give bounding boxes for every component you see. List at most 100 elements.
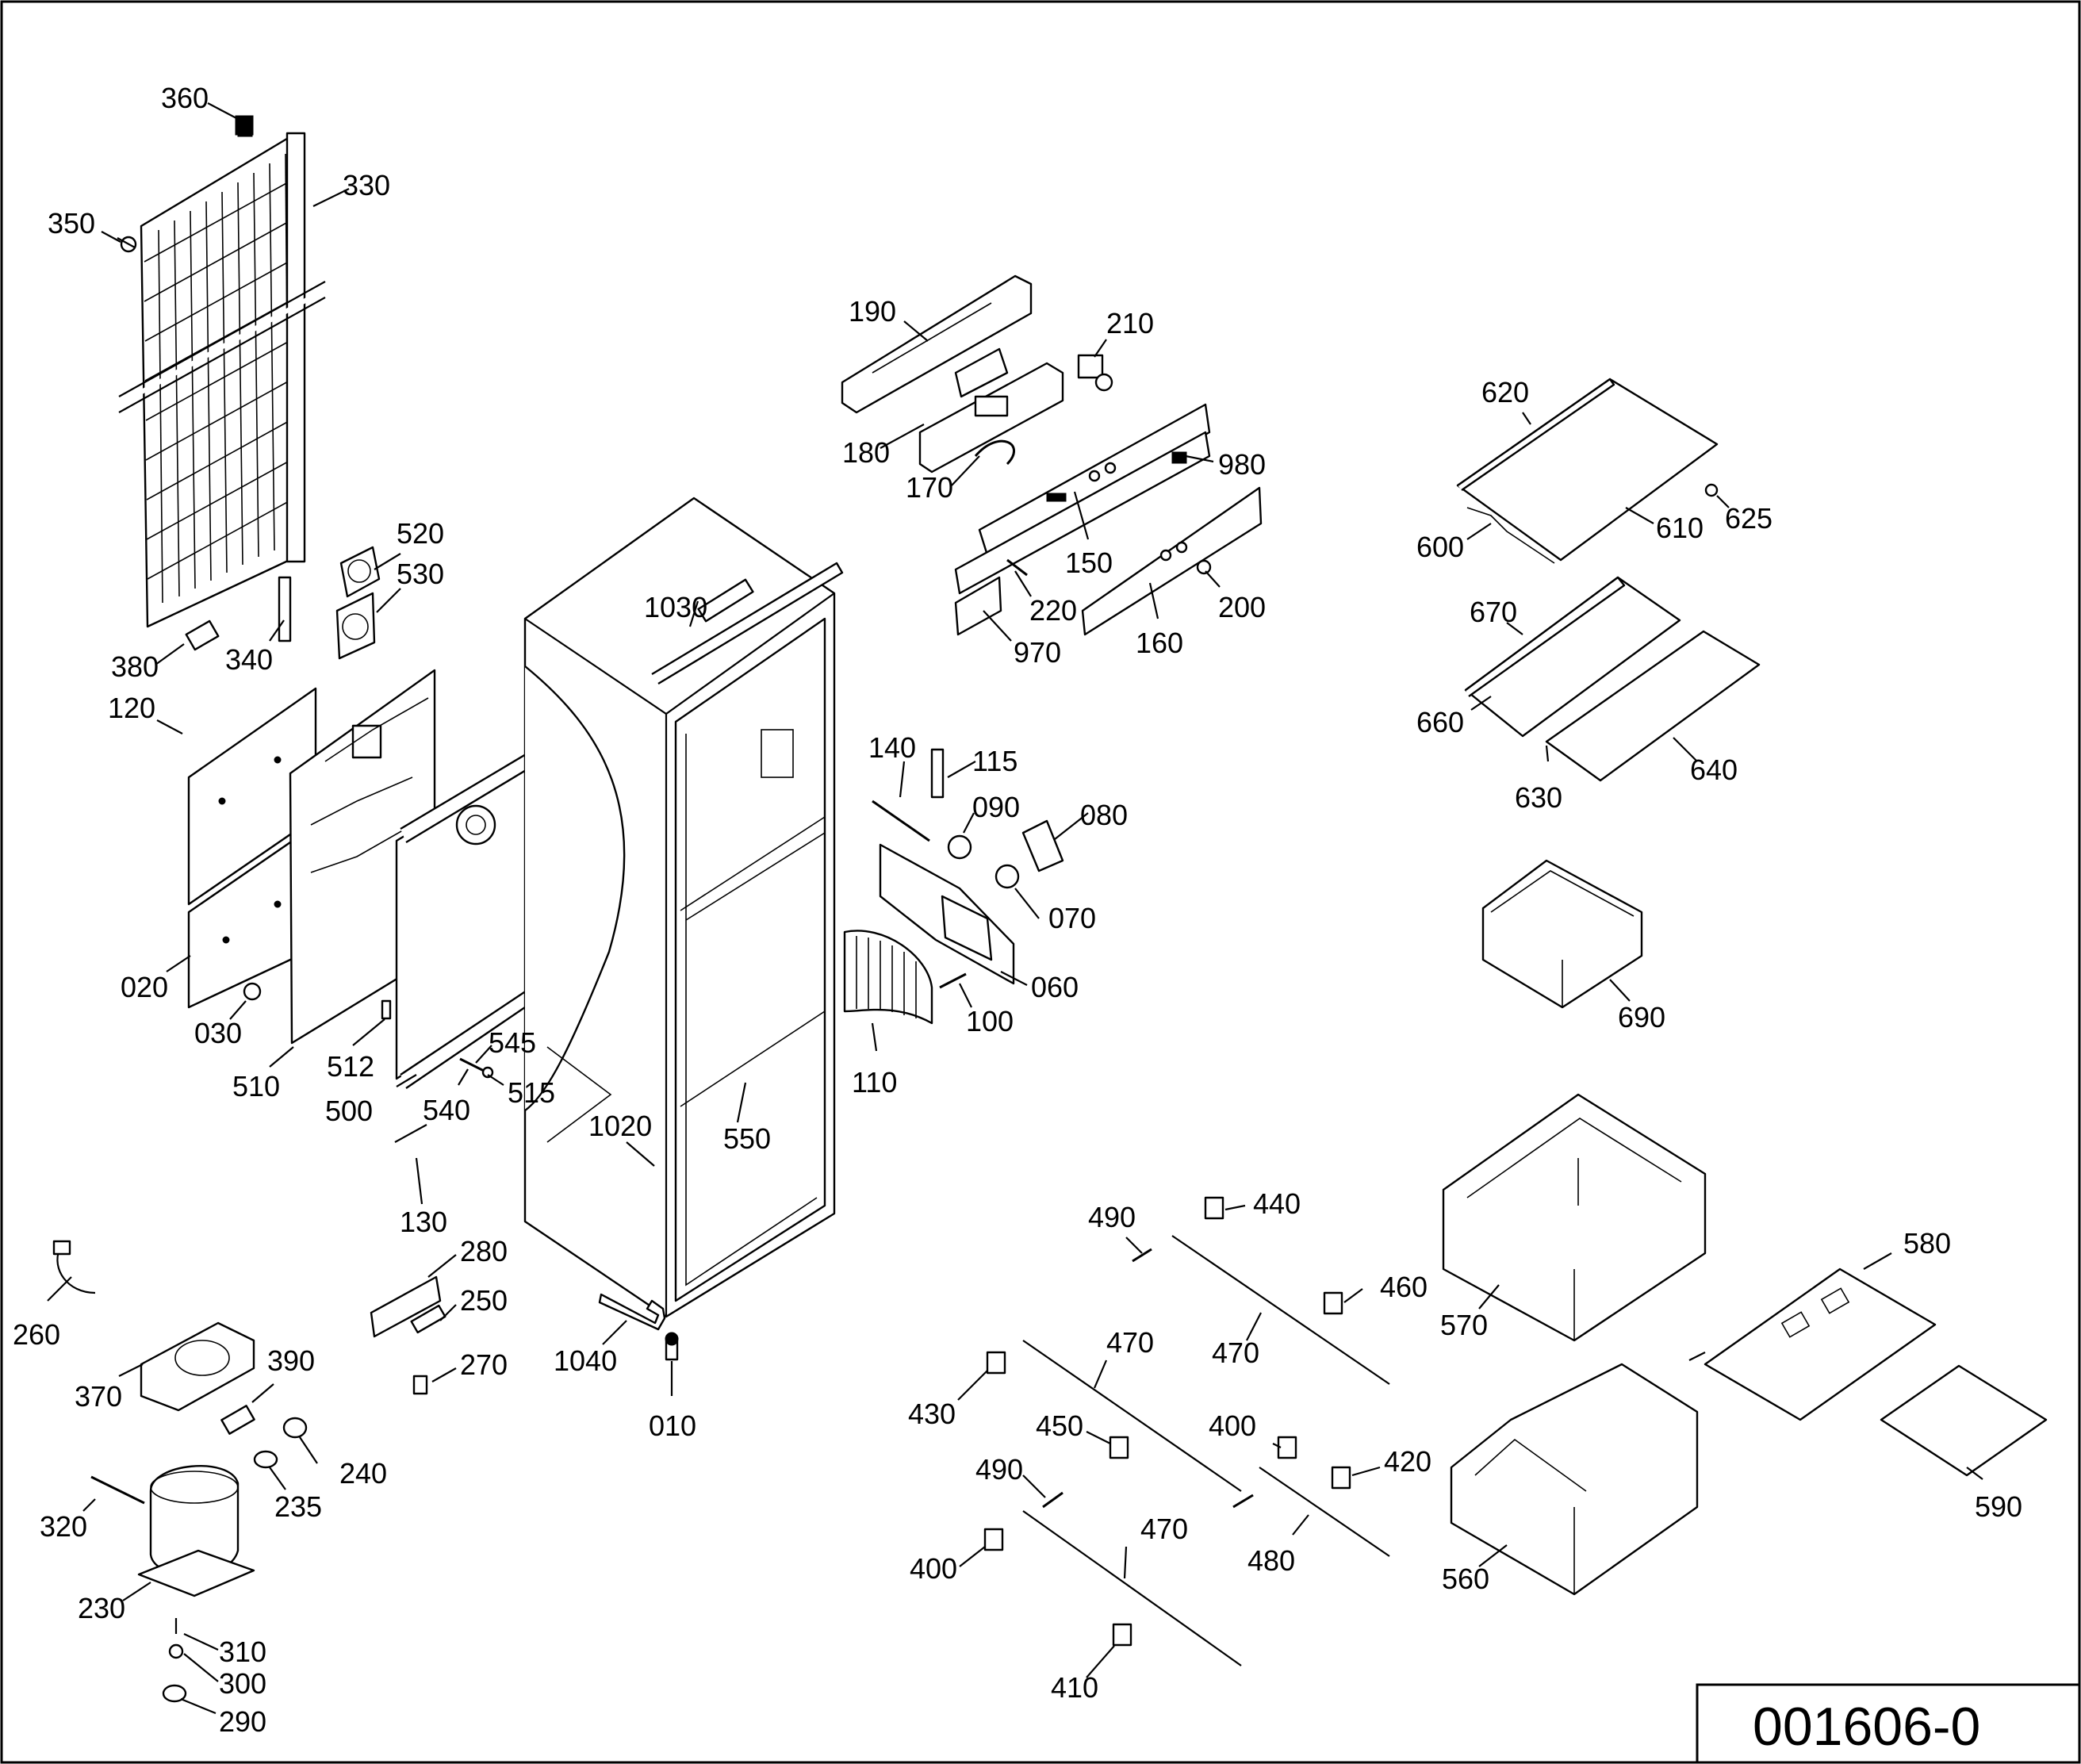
part-label: 235 — [274, 1490, 322, 1523]
shelf-630-640 — [1545, 630, 1761, 782]
part-label: 390 — [267, 1344, 315, 1377]
part-label: 330 — [343, 169, 390, 201]
part-label: 620 — [1481, 376, 1529, 408]
glass-shelf-600 — [1456, 378, 1719, 564]
part-label: 610 — [1656, 512, 1704, 544]
part-label: 100 — [966, 1005, 1014, 1037]
part-label: 1030 — [644, 591, 707, 623]
part-label: 980 — [1218, 448, 1266, 481]
diagram-id-box: 001606-0 — [1696, 1683, 2081, 1764]
part-label: 670 — [1470, 596, 1517, 628]
part-label: 460 — [1380, 1271, 1428, 1303]
pcb-180 — [918, 362, 1064, 474]
part-label: 080 — [1080, 799, 1128, 831]
shelf-660-670 — [1464, 576, 1681, 738]
part-label: 140 — [868, 731, 916, 764]
tube-380 — [185, 619, 220, 651]
part-label: 270 — [460, 1348, 508, 1381]
part-label: 090 — [972, 791, 1020, 823]
evaporator-cover-500 — [381, 740, 561, 1089]
part-label: 590 — [1975, 1490, 2022, 1523]
part-label: 120 — [108, 692, 155, 724]
rails — [983, 1196, 1390, 1666]
part-label: 560 — [1442, 1563, 1489, 1595]
condenser-coil — [117, 118, 327, 628]
cable-170 — [974, 439, 1016, 466]
relay-parts-235-390 — [220, 1405, 308, 1469]
compressor-230 — [90, 1465, 255, 1597]
part-label: 470 — [1106, 1326, 1154, 1359]
part-label: 400 — [910, 1552, 957, 1585]
part-label: 510 — [232, 1070, 280, 1102]
leader-lines — [47, 102, 1983, 1715]
part-label: 530 — [397, 558, 444, 590]
part-label: 180 — [842, 436, 890, 469]
part-label: 290 — [219, 1705, 266, 1738]
part-label: 230 — [78, 1592, 125, 1624]
part-label: 660 — [1416, 706, 1464, 738]
part-label: 410 — [1051, 1671, 1098, 1704]
part-label: 240 — [339, 1457, 387, 1490]
part-label: 210 — [1106, 307, 1154, 339]
drawer-560 — [1450, 1363, 1699, 1596]
knob-200 — [1196, 559, 1212, 575]
part-label: 370 — [75, 1380, 122, 1413]
part-label: 250 — [460, 1284, 508, 1317]
power-cord-260 — [52, 1240, 96, 1294]
screw-220 — [1006, 558, 1028, 577]
part-label: 110 — [852, 1066, 897, 1099]
part-label: 480 — [1247, 1544, 1295, 1577]
part-labels: 360 330 350 190 210 180 980 170 150 220 … — [13, 82, 2022, 1738]
part-label: 640 — [1690, 754, 1738, 786]
fan-blade-110 — [843, 930, 933, 1025]
foot-010 — [665, 1332, 679, 1361]
part-label: 200 — [1218, 591, 1266, 623]
part-label: 520 — [397, 517, 444, 550]
part-label: 470 — [1140, 1513, 1188, 1545]
part-label: 400 — [1209, 1409, 1256, 1442]
part-label: 190 — [849, 295, 896, 328]
thermostat-210 — [1077, 354, 1113, 392]
part-label: 690 — [1618, 1001, 1665, 1033]
part-label: 420 — [1384, 1445, 1431, 1478]
wrench-1040 — [598, 1293, 666, 1331]
shelf-trim-625 — [1704, 483, 1719, 497]
screw-350 — [117, 236, 137, 253]
part-label: 010 — [649, 1409, 696, 1442]
part-label: 070 — [1048, 902, 1096, 934]
drier-340 — [278, 576, 292, 642]
part-label: 115 — [972, 745, 1018, 777]
freezer-drawer-570 — [1442, 1093, 1707, 1342]
part-label: 580 — [1903, 1227, 1951, 1260]
cabinet-body — [523, 497, 844, 1318]
fan-motor — [335, 546, 381, 660]
part-label: 430 — [908, 1398, 956, 1430]
part-label: 545 — [489, 1026, 536, 1059]
part-label: 450 — [1036, 1409, 1083, 1442]
crisper-690 — [1481, 859, 1643, 1009]
part-label: 150 — [1065, 546, 1113, 579]
part-label: 260 — [13, 1318, 60, 1351]
part-label: 300 — [219, 1667, 266, 1700]
spring-545 — [459, 1057, 494, 1079]
diagram-id: 001606-0 — [1753, 1697, 1980, 1757]
condenser-foot-360 — [235, 115, 254, 136]
part-label: 1020 — [588, 1110, 652, 1142]
part-label: 130 — [400, 1206, 447, 1238]
light-cover-970 — [954, 576, 1002, 636]
part-label: 550 — [723, 1122, 771, 1155]
part-label: 340 — [225, 643, 273, 676]
part-label: 030 — [194, 1017, 242, 1049]
shelf-590 — [1880, 1364, 2048, 1477]
part-label: 360 — [161, 82, 209, 114]
drip-tray-370 — [140, 1321, 255, 1412]
compressor-mounts-290-310 — [162, 1618, 187, 1703]
part-label: 490 — [975, 1453, 1023, 1486]
lamp-holder-980 — [1171, 451, 1187, 464]
part-label: 970 — [1014, 636, 1061, 669]
part-label: 600 — [1416, 531, 1464, 563]
part-label: 170 — [906, 471, 953, 504]
part-label: 280 — [460, 1235, 508, 1267]
part-label: 310 — [219, 1636, 266, 1668]
